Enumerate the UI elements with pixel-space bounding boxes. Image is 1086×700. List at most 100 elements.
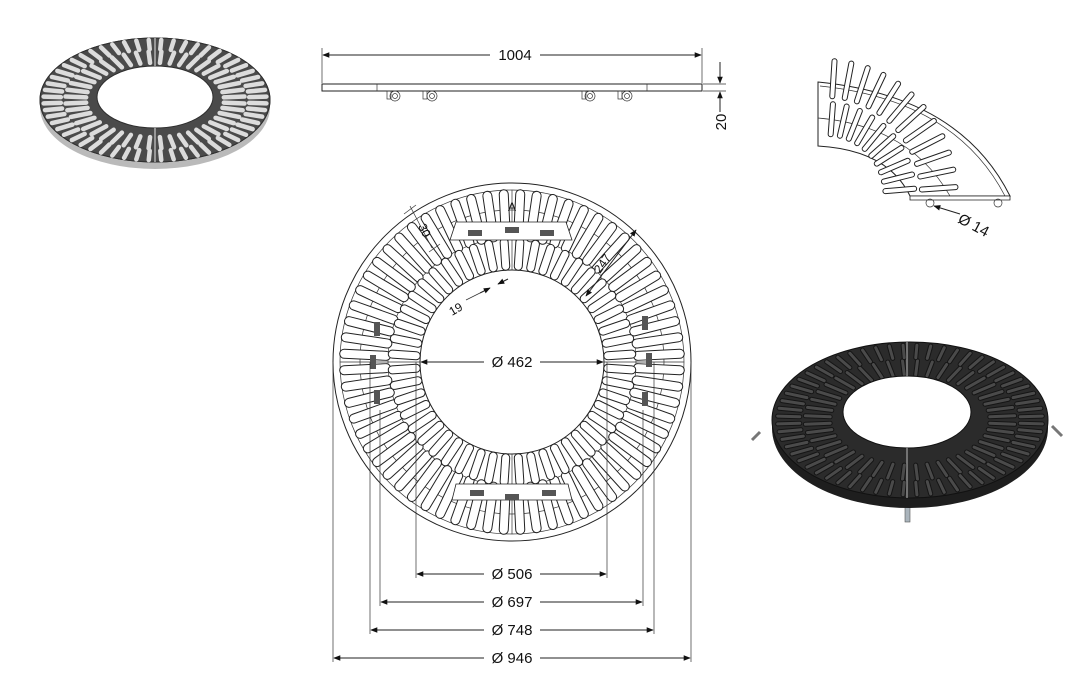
grate-slot — [1001, 377, 1023, 388]
grate-slot — [229, 127, 249, 138]
grate-slot — [42, 87, 65, 94]
grate-slot — [887, 480, 895, 496]
grate-slot — [630, 388, 679, 407]
grate-slot — [936, 362, 949, 380]
grate-slot — [400, 400, 430, 419]
grate-slot — [356, 286, 403, 313]
grate-slot — [994, 371, 1015, 383]
grate-slot — [539, 244, 555, 275]
grate-slot — [1017, 428, 1043, 434]
grate-slot — [235, 68, 255, 78]
grate-slot — [455, 444, 474, 474]
grate-slot — [408, 291, 436, 313]
dim-pin-diameter: Ø 14 — [955, 211, 992, 241]
grate-slot — [803, 421, 832, 426]
grate-slot — [201, 63, 221, 76]
grate-slot — [340, 364, 391, 375]
grate-slot — [514, 454, 524, 486]
grate-slot — [176, 132, 189, 148]
grate-slot — [848, 474, 862, 489]
grate-slot — [925, 344, 933, 360]
grate-slot — [539, 449, 555, 480]
grate-slot — [146, 148, 152, 163]
grate-slot — [616, 422, 661, 453]
grate-slot — [390, 377, 422, 389]
grate-slot — [805, 371, 826, 383]
grate-slot — [780, 434, 805, 441]
grate-slot — [901, 463, 906, 481]
grate-slot — [994, 457, 1015, 469]
grate-slot — [223, 57, 241, 69]
grate-slot — [825, 466, 843, 480]
grate-slot — [561, 471, 588, 518]
grate-slot — [134, 38, 142, 53]
grate-slot — [407, 223, 441, 265]
grate-slot — [983, 397, 1010, 406]
grate-slot — [436, 471, 463, 518]
grate-slot — [69, 57, 87, 69]
grate-slot — [1001, 452, 1023, 463]
grate-slot — [469, 449, 485, 480]
grate-slot — [133, 134, 143, 150]
grate-slot — [63, 94, 89, 100]
grate-slot — [561, 206, 588, 253]
grate-slot — [383, 245, 423, 282]
grate-slot — [925, 462, 934, 480]
grate-slot — [217, 80, 242, 90]
grate-slot — [599, 319, 630, 335]
grate-slot — [790, 384, 814, 394]
grate-slot — [956, 371, 975, 386]
grate-slot — [797, 452, 819, 463]
grate-slot — [146, 37, 152, 52]
grate-slot — [874, 346, 883, 362]
grate-slot — [158, 37, 164, 52]
grate-slot — [41, 100, 64, 106]
grate-slot — [777, 428, 803, 434]
grate-slot — [363, 271, 408, 302]
grate-slot — [340, 349, 391, 360]
grate-slot — [345, 317, 394, 336]
dim-length: 1004 — [498, 47, 531, 64]
segment-slot — [915, 150, 951, 166]
dim-rib: 30 — [415, 221, 433, 239]
grate-slot — [986, 428, 1014, 435]
grate-slot — [958, 474, 972, 489]
grate-slot — [61, 62, 81, 73]
section-mark-a: A — [508, 200, 516, 214]
segment-slot — [866, 72, 886, 109]
grate-slot — [805, 457, 826, 469]
dim-d506: Ø 506 — [492, 566, 533, 583]
grate-slot — [901, 343, 906, 360]
grate-slot — [373, 257, 415, 291]
grate-slot — [500, 238, 510, 270]
grate-slot — [633, 349, 684, 360]
grate-slot — [594, 305, 624, 324]
grate-slot — [146, 49, 153, 66]
grate-slot — [780, 399, 805, 406]
grate-slot — [134, 147, 142, 162]
grate-slot — [98, 127, 116, 141]
grate-slot — [874, 478, 883, 494]
grate-slot — [834, 376, 855, 390]
grate-slot — [861, 476, 872, 492]
grate-slot — [220, 105, 245, 113]
grate-slot — [207, 120, 230, 132]
grate-slot — [356, 411, 403, 438]
grate-slot — [978, 390, 1004, 400]
grate-slot — [89, 63, 109, 76]
grate-slot — [221, 100, 247, 106]
segment-slot — [903, 118, 936, 143]
grate-slot — [201, 124, 221, 137]
grate-slot — [68, 80, 93, 90]
segment-slot — [896, 104, 926, 133]
grate-slot — [816, 390, 842, 400]
grate-slot — [388, 350, 420, 360]
grate-slot — [550, 444, 569, 474]
grate-slot — [978, 440, 1004, 450]
grate-slot — [167, 134, 177, 150]
grate-slot — [958, 351, 972, 366]
grate-slot — [383, 442, 423, 479]
grate-slot — [469, 244, 485, 275]
grate-slot — [63, 100, 89, 106]
grate-slot — [65, 105, 90, 113]
